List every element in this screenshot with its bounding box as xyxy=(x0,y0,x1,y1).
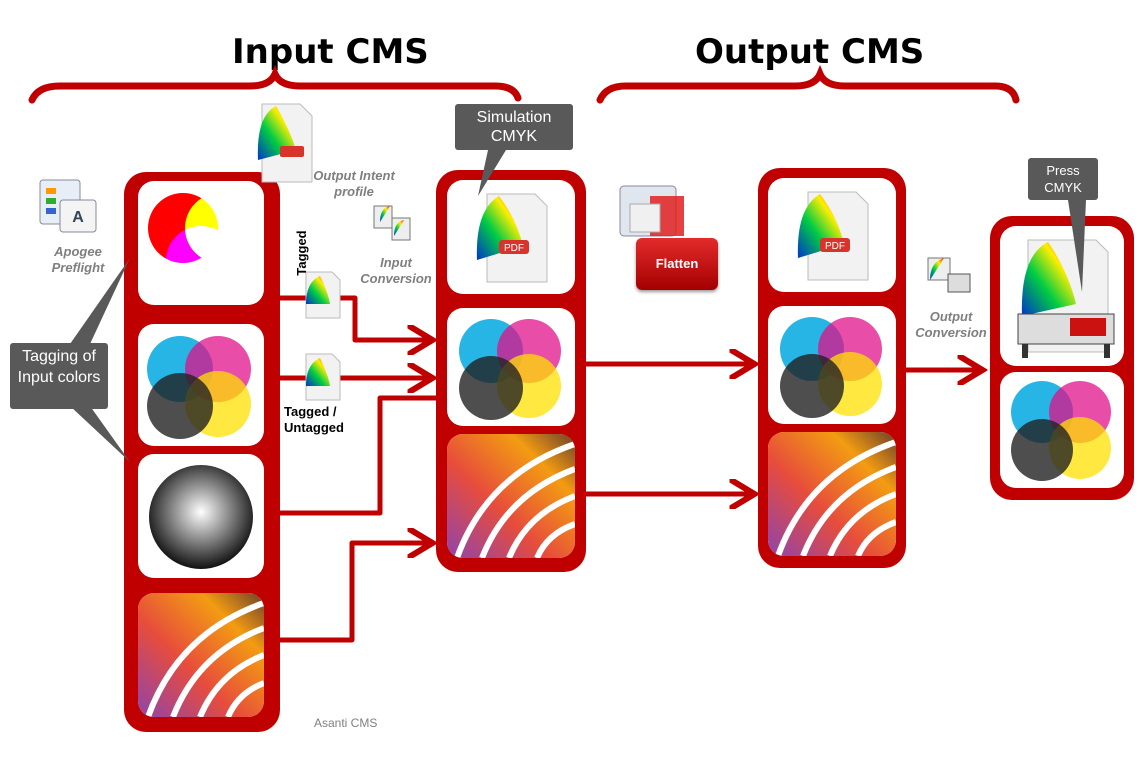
output-spot-tile xyxy=(768,432,896,556)
press-cmyk-tile xyxy=(1000,372,1124,488)
output-cmyk-tile xyxy=(768,306,896,424)
input-conversion-icon xyxy=(373,205,411,241)
tagged-untagged-doc-icon xyxy=(305,353,341,401)
cmyk-circles-icon xyxy=(780,317,882,418)
spot-swatch-icon xyxy=(138,593,264,717)
press-cmyk-bubble: Press CMYK xyxy=(1028,158,1098,200)
press-bubble-tail xyxy=(1068,200,1086,292)
simulation-spot-tile xyxy=(447,434,575,558)
gray-sphere-icon xyxy=(149,465,253,569)
press-printer-icon xyxy=(1017,239,1115,358)
apogee-preflight-label: Apogee Preflight xyxy=(51,244,105,275)
output-intent-profile-icon xyxy=(257,103,313,183)
spot-swatch-icon xyxy=(447,434,575,558)
rgb-tile xyxy=(138,181,264,305)
pdf-profile-icon: PDF xyxy=(797,191,869,281)
flatten-layers-icon xyxy=(619,185,684,237)
pdf-label: PDF xyxy=(825,241,845,252)
asanti-cms-footer: Asanti CMS xyxy=(314,716,378,730)
output-intent-profile-label: Output Intent profile xyxy=(313,168,395,199)
gray-tile xyxy=(138,454,264,578)
tagging-input-colors-bubble: Tagging of Input colors xyxy=(10,343,108,409)
cmyk-circles-icon xyxy=(459,319,561,420)
apogee-preflight-icon: A xyxy=(39,179,97,233)
simulation-profile-tile: PDF xyxy=(447,180,575,294)
cmyk-tile xyxy=(138,324,264,446)
pdf-profile-icon: PDF xyxy=(476,193,548,283)
output-cms-title: Output CMS xyxy=(695,32,925,72)
simulation-cmyk-tile xyxy=(447,308,575,426)
output-conversion-icon xyxy=(927,257,971,293)
rgb-circles-icon xyxy=(148,193,255,296)
input-conversion-label: Input Conversion xyxy=(360,255,432,286)
arrow-gray xyxy=(280,398,478,516)
svg-text:A: A xyxy=(72,209,84,226)
input-cms-title: Input CMS xyxy=(232,32,429,72)
tagged-untagged-label: Tagged / Untagged xyxy=(284,404,344,435)
simulation-bubble-tail xyxy=(478,150,506,196)
tagged-doc-icon xyxy=(305,271,341,319)
tagged-label: Tagged xyxy=(294,230,309,276)
flatten-button[interactable]: Flatten xyxy=(636,238,718,290)
press-profile-tile xyxy=(1000,226,1124,366)
cmyk-circles-icon xyxy=(147,336,251,439)
tagging-bubble-tail-top xyxy=(70,258,130,344)
arrow-spot xyxy=(280,543,430,643)
simulation-cmyk-bubble: Simulation CMYK xyxy=(455,104,573,150)
input-cms-brace xyxy=(28,64,522,104)
cmyk-circles-icon xyxy=(1011,381,1111,481)
output-profile-tile: PDF xyxy=(768,178,896,292)
tagging-bubble-tail-bottom xyxy=(70,406,130,462)
output-conversion-label: Output Conversion xyxy=(915,309,987,340)
spot-swatch-icon xyxy=(768,432,896,556)
pdf-label: PDF xyxy=(504,243,524,254)
output-cms-brace xyxy=(596,64,1020,104)
spot-tile xyxy=(138,593,264,717)
